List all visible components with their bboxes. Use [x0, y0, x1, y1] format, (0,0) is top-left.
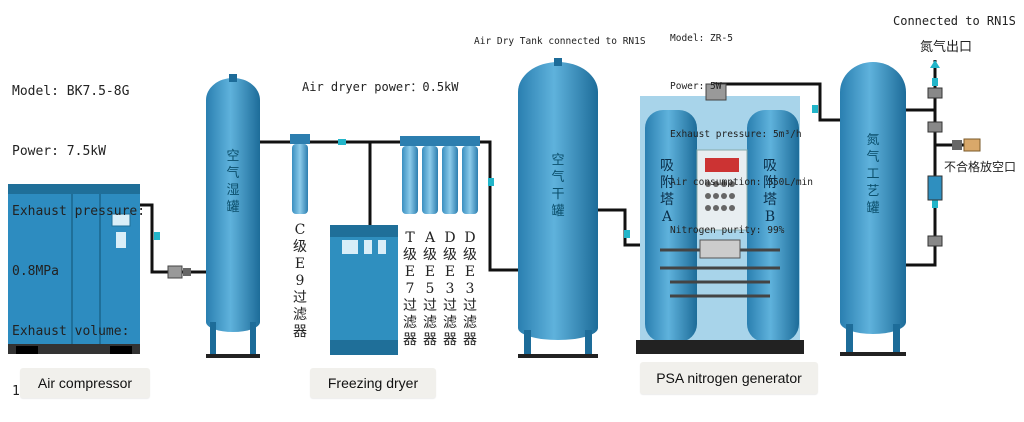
compressor-model: Model: BK7.5-8G — [12, 84, 130, 99]
compressor-spec: Model: BK7.5-8G Power: 7.5kW Exhaust pre… — [12, 42, 145, 422]
air-dry-tank-note: Air Dry Tank connected to RN1S — [474, 36, 646, 47]
psa-air-consumption: Air consumption: 350L/min — [670, 177, 813, 188]
dry-tank-label: 空气干罐 — [551, 153, 565, 219]
nitrogen-process-tank — [840, 62, 906, 356]
nitrogen-outlet-arrow — [930, 60, 940, 68]
filter-d2-label: D级E3过滤器 — [463, 230, 477, 348]
filter-c — [290, 134, 310, 214]
wet-tank-label: 空气湿罐 — [226, 149, 240, 215]
tower-a-label: 吸附塔A — [660, 158, 674, 225]
flow-arrow-3 — [488, 178, 494, 186]
flow-arrow-6 — [932, 78, 938, 86]
tower-b-label: 吸附塔B — [763, 158, 777, 225]
flow-arrow-7 — [932, 200, 938, 208]
dryer-power: Air dryer power：0.5kW — [302, 80, 459, 94]
nitrogen-tank-label: 氮气工艺罐 — [866, 133, 880, 216]
psa-power: Power: 5W — [670, 81, 722, 92]
connected-note: Connected to RN1S — [893, 14, 1016, 28]
psa-spec: Model: ZR-5 Power: 5W Exhaust pressure: … — [670, 0, 813, 255]
psa-model: Model: ZR-5 — [670, 33, 733, 44]
compressor-volume-label: Exhaust volume: — [12, 324, 130, 339]
unqualified-vent-label: 不合格放空口 — [944, 160, 1017, 174]
compressor-pressure-label: Exhaust pressure: — [12, 204, 146, 219]
psa-generator — [636, 83, 804, 354]
nitrogen-outlet-label: 氮气出口 — [920, 40, 973, 55]
air-compressor-label: Air compressor — [20, 368, 150, 398]
air-wet-tank — [206, 74, 260, 358]
compressor-power: Power: 7.5kW — [12, 144, 106, 159]
flow-arrows — [154, 60, 940, 240]
freezing-dryer-label: Freezing dryer — [310, 368, 436, 398]
filter-c-label: C级E9过滤器 — [293, 222, 307, 340]
process-diagram — [8, 58, 981, 358]
filter-d1-label: D级E3过滤器 — [443, 230, 457, 348]
compressor-pressure-value: 0.8MPa — [12, 264, 59, 279]
outlet-valves — [927, 87, 981, 247]
filter-bank — [400, 136, 480, 214]
psa-exhaust-pressure: Exhaust pressure: 5m³/h — [670, 129, 802, 140]
valve-compressor-outlet — [167, 265, 191, 279]
pipe-filter-c-to-dryer — [300, 140, 372, 225]
flow-arrow-5 — [812, 105, 818, 113]
filter-t-label: T级E7过滤器 — [403, 230, 417, 348]
freezing-dryer — [330, 225, 398, 355]
flow-arrow-2 — [338, 139, 346, 145]
air-dry-tank — [518, 58, 598, 358]
flow-arrow-4 — [624, 230, 630, 238]
psa-nitrogen-purity: Nitrogen purity: 99% — [670, 225, 785, 236]
air-compressor — [8, 184, 140, 354]
pipe-nitrogen-return — [905, 110, 937, 267]
pipe-compressor-to-wet-tank — [140, 203, 206, 274]
psa-generator-label: PSA nitrogen generator — [640, 362, 818, 394]
filter-a-label: A级E5过滤器 — [423, 230, 437, 348]
flow-arrow-1 — [154, 232, 160, 240]
